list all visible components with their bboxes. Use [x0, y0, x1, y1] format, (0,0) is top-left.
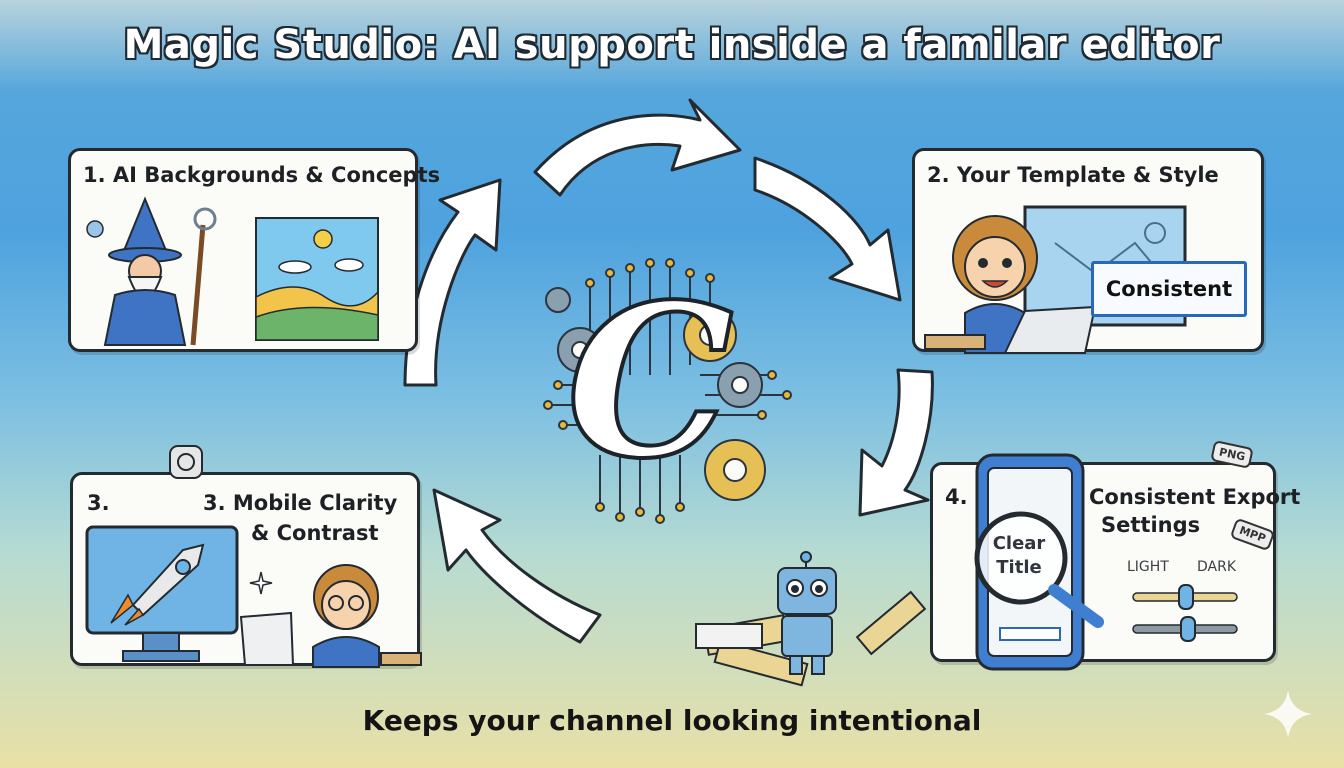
card-4-number: 4.	[945, 485, 968, 509]
page-title: Magic Studio: AI support inside a famila…	[123, 22, 1221, 68]
gears-icon: C	[543, 256, 792, 524]
card-3-title-line2: & Contrast	[251, 521, 379, 545]
consistent-button[interactable]: Consistent	[1091, 261, 1247, 317]
arrow-bottom	[432, 488, 602, 644]
card-4-title-line2: Settings	[1101, 513, 1201, 537]
export-sliders[interactable]	[1129, 583, 1241, 643]
dark-label: DARK	[1197, 559, 1237, 575]
light-label: LIGHT	[1127, 559, 1169, 575]
arrow-top	[533, 98, 742, 197]
magnifier-text: Clear Title	[983, 532, 1055, 580]
arrow-right	[858, 368, 934, 517]
center-logo-letter: C	[566, 258, 733, 505]
magnifier-text-line2: Title	[996, 557, 1042, 578]
landscape-icon	[255, 217, 379, 341]
arrow-right-top	[753, 156, 902, 302]
footer-tagline: Keeps your channel looking intentional	[362, 704, 982, 737]
card-3-title-line1: 3. Mobile Clarity	[203, 491, 398, 515]
card-template-style: 2. Your Template & Style Consistent	[912, 148, 1264, 354]
arrow-left	[403, 178, 502, 387]
card-3-number: 3.	[87, 491, 110, 515]
card-ai-backgrounds: 1. AI Backgrounds & Concepts	[68, 148, 440, 352]
magnifier-text-line1: Clear	[992, 533, 1046, 554]
card-1-title: 1. AI Backgrounds & Concepts	[83, 163, 441, 187]
magnifier-icon	[974, 511, 1104, 628]
kid-with-glasses-icon	[239, 564, 422, 668]
sparkle-icon	[1264, 690, 1312, 738]
card-mobile-clarity: 3. 3. Mobile Clarity & Contrast	[70, 472, 422, 668]
card-4-title-line1: Consistent Export	[1089, 485, 1301, 509]
card-2-title: 2. Your Template & Style	[927, 163, 1219, 187]
brain-badge-icon	[169, 445, 203, 479]
robot-icon	[695, 551, 927, 687]
wizard-icon	[86, 196, 217, 346]
sparkle-icon	[249, 571, 273, 595]
rocket-monitor-icon	[85, 525, 239, 662]
